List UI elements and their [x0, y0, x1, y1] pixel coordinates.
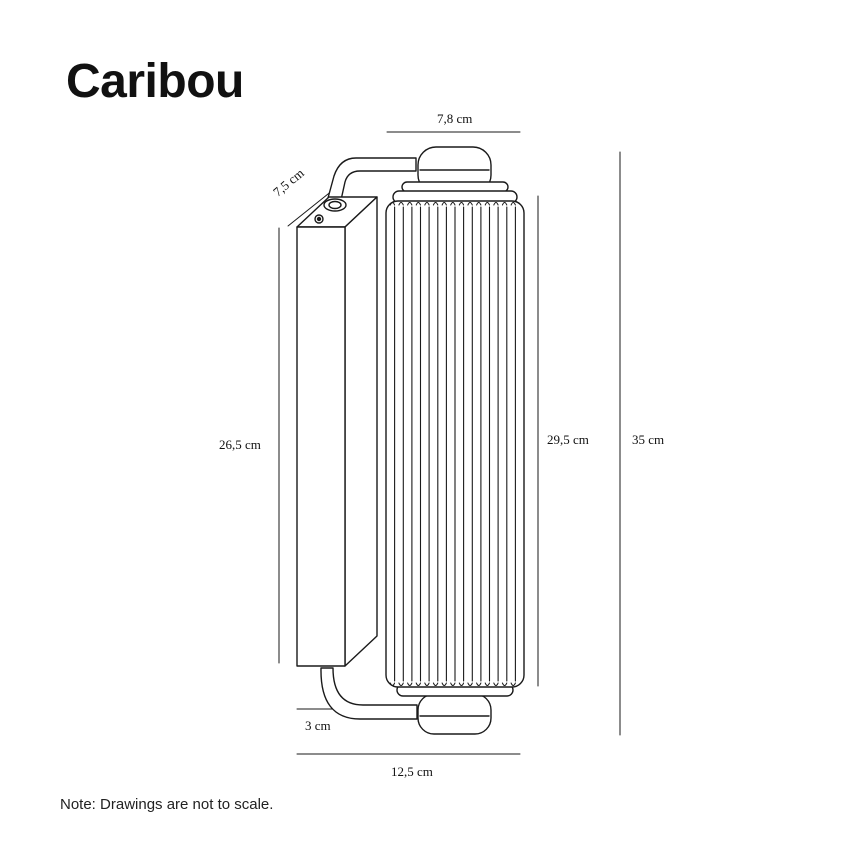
shade-rib-top-scallop: [441, 202, 447, 206]
shade-rib-top-scallop: [493, 202, 499, 206]
backplate: [296, 196, 378, 667]
dim-label-backplate-height: 26,5 cm: [219, 437, 261, 452]
shade-rib-bottom-scallop: [476, 682, 482, 686]
arm-socket-inner: [328, 200, 342, 210]
shade-rib-bottom-scallop: [398, 682, 404, 686]
dim-label-total-height: 35 cm: [632, 432, 665, 447]
shade-rib-bottom-scallop: [458, 682, 465, 686]
shade-rib-bottom-scallop: [415, 682, 421, 686]
shade-rib-top-scallop: [501, 202, 508, 206]
shade-rib-top-scallop: [467, 202, 473, 206]
shade-rib-top-scallop: [389, 202, 396, 206]
shade-ribs: [389, 202, 516, 686]
dim-line-depth: [287, 189, 334, 227]
lower-arm: [320, 667, 418, 720]
fluted-shade: [385, 200, 525, 688]
shade-rib-bottom-scallop: [389, 682, 396, 686]
mounting-screw-center: [316, 216, 322, 222]
dim-label-top-width: 7,8 cm: [437, 111, 473, 126]
shade-rib-bottom-scallop: [441, 682, 447, 686]
shade-rib-top-scallop: [484, 202, 490, 206]
shade-rib-bottom-scallop: [450, 682, 456, 686]
bottom-cap-dome: [417, 693, 492, 735]
backplate-side: [344, 196, 378, 667]
shade-rib-bottom-scallop: [501, 682, 508, 686]
brand-logo: Caribou: [66, 55, 244, 108]
shade-rib-bottom-scallop: [432, 682, 439, 686]
shade-rib-bottom-scallop: [467, 682, 473, 686]
top-cap: [392, 146, 518, 204]
upper-arm: [327, 157, 417, 201]
shade-rib-bottom-scallop: [424, 682, 430, 686]
shade-rib-top-scallop: [432, 202, 439, 206]
dimension-lines: [278, 131, 621, 755]
shade-rib-bottom-scallop: [493, 682, 499, 686]
scale-note: Note: Drawings are not to scale.: [60, 796, 274, 813]
dim-label-projection-offset: 3 cm: [305, 718, 331, 733]
dim-label-shade-height: 29,5 cm: [547, 432, 589, 447]
shade-rib-top-scallop: [458, 202, 465, 206]
shade-rib-top-scallop: [407, 202, 413, 206]
dim-label-total-width: 12,5 cm: [391, 764, 433, 779]
shade-rib-top-scallop: [398, 202, 404, 206]
shade-rib-top-scallop: [450, 202, 456, 206]
shade-rib-top-scallop: [510, 202, 516, 206]
shade-rib-top-scallop: [415, 202, 421, 206]
shade-rib-bottom-scallop: [510, 682, 516, 686]
backplate-front: [296, 226, 346, 667]
shade-rib-top-scallop: [476, 202, 482, 206]
shade-rib-bottom-scallop: [484, 682, 490, 686]
shade-rib-bottom-scallop: [407, 682, 413, 686]
shade-rib-top-scallop: [424, 202, 430, 206]
